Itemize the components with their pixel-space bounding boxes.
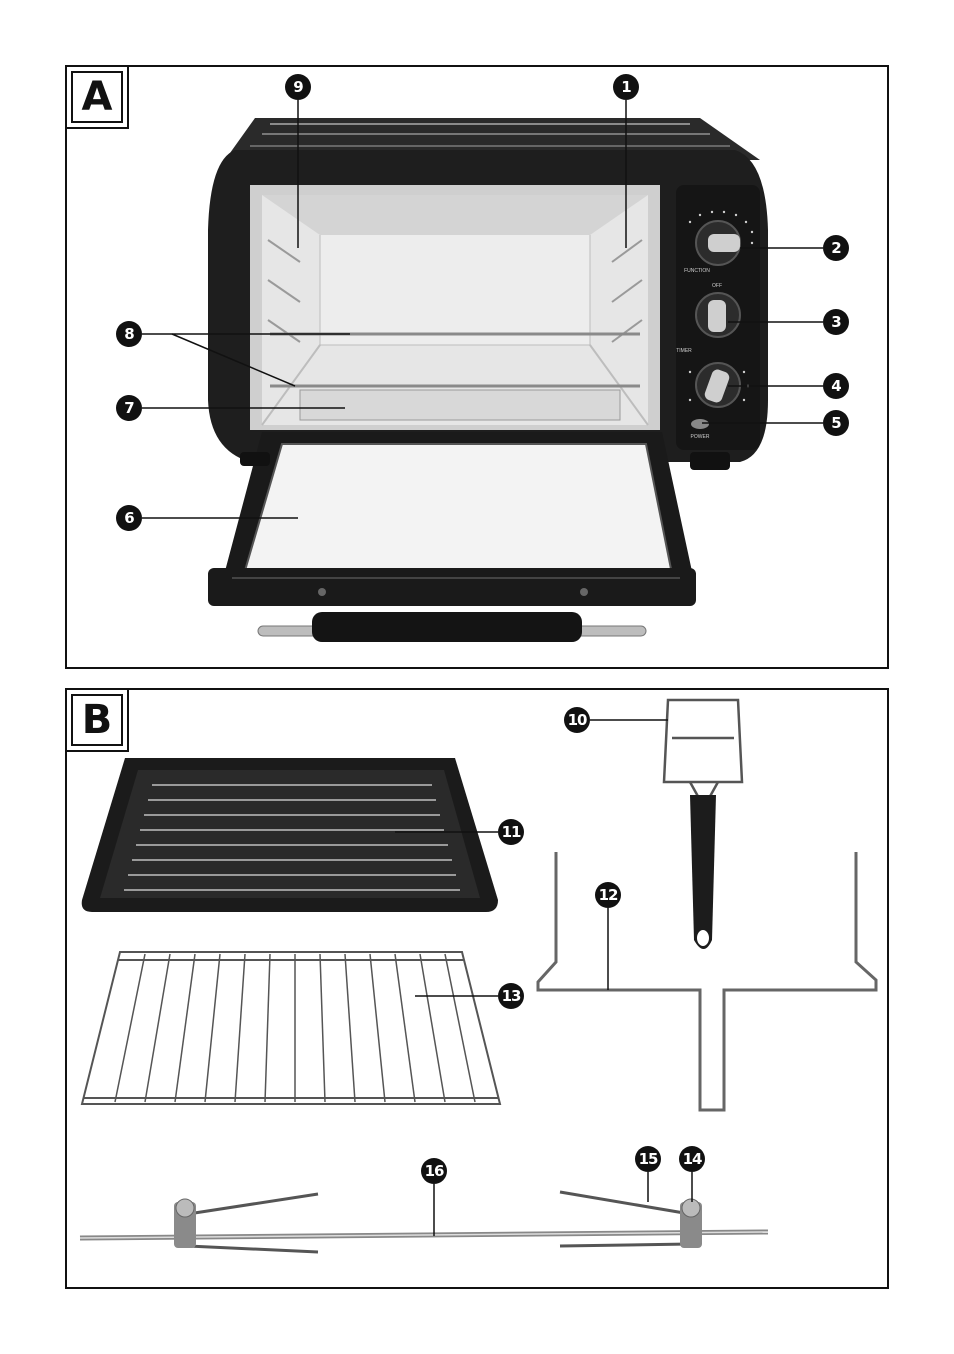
grill-tray-illustration xyxy=(81,758,498,912)
timer-label: TIMER xyxy=(676,348,692,354)
callout-15: 15 xyxy=(635,1146,661,1172)
panel-b-label-box: B xyxy=(65,688,129,752)
callout-2: 2 xyxy=(823,235,849,261)
panel-a-leader-lines xyxy=(142,100,823,519)
callout-8: 8 xyxy=(116,321,142,347)
lifting-tool-illustration xyxy=(662,698,744,949)
callout-14: 14 xyxy=(679,1146,705,1172)
rotisserie-spit-illustration xyxy=(79,1190,769,1254)
callout-3: 3 xyxy=(823,309,849,335)
wire-rack-illustration xyxy=(80,951,502,1105)
callout-4: 4 xyxy=(823,373,849,399)
callout-16: 16 xyxy=(421,1158,447,1184)
panel-a-label: A xyxy=(71,71,123,123)
panel-b-label: B xyxy=(71,694,123,746)
spit-support-illustration xyxy=(536,852,878,1112)
callout-9: 9 xyxy=(285,74,311,100)
callout-11: 11 xyxy=(498,819,524,845)
callout-12: 12 xyxy=(595,882,621,908)
callout-5: 5 xyxy=(823,410,849,436)
panel-a-label-box: A xyxy=(65,65,129,129)
callout-13: 13 xyxy=(498,983,524,1009)
callout-7: 7 xyxy=(116,395,142,421)
oven-illustration xyxy=(208,118,768,642)
callout-1: 1 xyxy=(613,74,639,100)
off-label: OFF xyxy=(712,283,722,289)
callout-6: 6 xyxy=(116,505,142,531)
panel-b-leader-lines xyxy=(395,719,693,1236)
function-label: FUNCTION xyxy=(684,268,710,274)
callout-10: 10 xyxy=(564,707,590,733)
power-label: POWER xyxy=(691,434,710,440)
